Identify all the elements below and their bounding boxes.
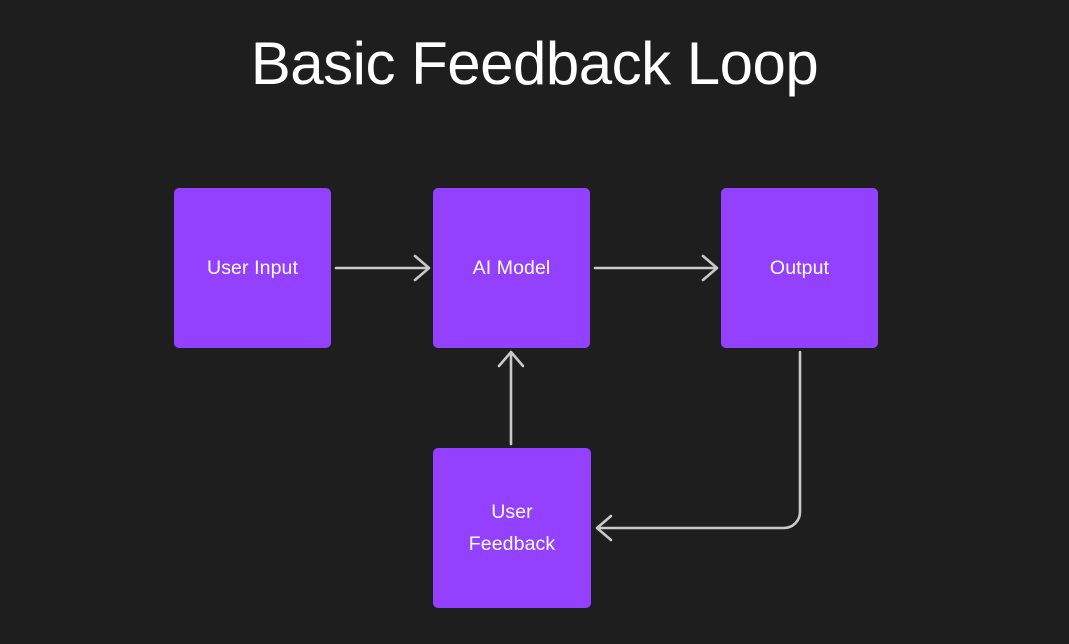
node-ai-model-label: AI Model: [472, 257, 551, 279]
connector-user-input-to-ai-model: [334, 254, 431, 282]
node-user-input-label: User Input: [207, 257, 298, 279]
connector-ai-model-to-output: [593, 254, 719, 282]
node-user-feedback[interactable]: User Feedback: [433, 448, 591, 608]
node-user-feedback-label: User Feedback: [468, 501, 556, 555]
connector-user-feedback-to-ai-model: [497, 350, 525, 446]
node-output[interactable]: Output: [721, 188, 878, 348]
page-title: Basic Feedback Loop: [250, 30, 819, 97]
connector-output-to-user-feedback: [595, 350, 802, 542]
node-user-input[interactable]: User Input: [174, 188, 331, 348]
node-output-label: Output: [769, 257, 830, 279]
node-ai-model[interactable]: AI Model: [433, 188, 590, 348]
